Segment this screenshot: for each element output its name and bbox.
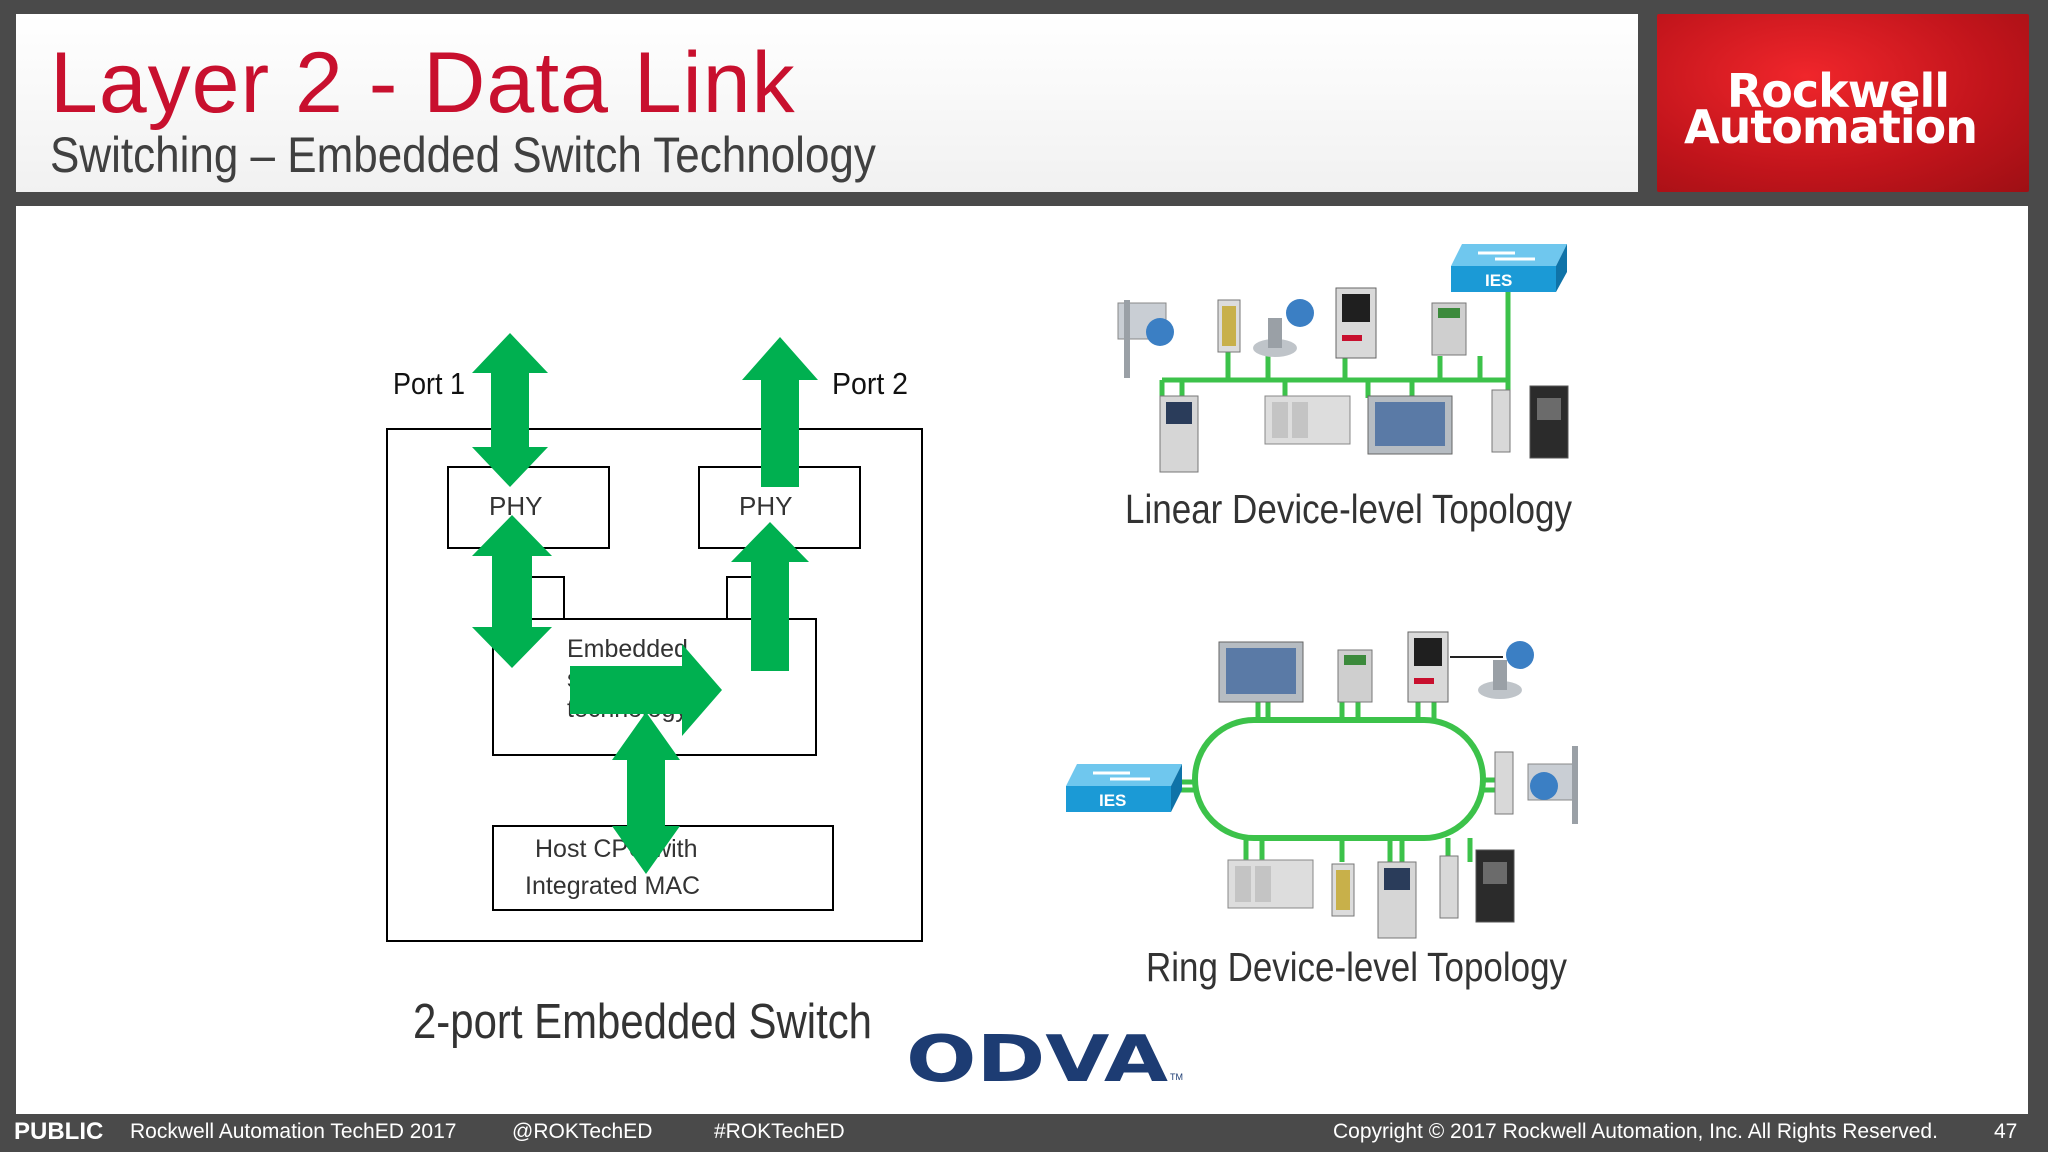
ring-drive-icon — [1377, 861, 1417, 939]
odva-logo: ODVA TM — [906, 1023, 1183, 1097]
diagram-outer-box — [386, 428, 923, 942]
port-2-label: Port 2 — [832, 366, 908, 401]
ring-topology-caption: Ring Device-level Topology — [1146, 944, 1567, 990]
ring-drop-lines — [1180, 700, 1502, 862]
ring-relay-2-icon — [1439, 855, 1459, 919]
ring-flowmeter-icon — [1527, 746, 1578, 824]
ring-plc-rack-icon — [1337, 649, 1373, 703]
ring-power-monitor-icon — [1475, 849, 1515, 923]
linear-switch-label: IES — [1485, 271, 1512, 290]
footer-event: Rockwell Automation TechED 2017 — [130, 1120, 457, 1143]
footer-copyright: Copyright © 2017 Rockwell Automation, In… — [1333, 1120, 1938, 1143]
ring-pressure-sensor-icon — [1478, 641, 1534, 699]
footer-classification: PUBLIC — [14, 1118, 104, 1145]
footer-hashtag: #ROKTechED — [714, 1120, 845, 1143]
ring-switch-label: IES — [1099, 791, 1126, 810]
odva-trademark: TM — [1170, 1072, 1183, 1082]
ring-network-line — [1192, 717, 1486, 841]
logo-line-2: Automation — [1683, 100, 1978, 154]
host-label-1: Host CPU with — [535, 835, 698, 863]
host-double-arrow — [612, 712, 680, 874]
footer-page-number: 47 — [1994, 1120, 2018, 1143]
ring-hmi-panel-icon — [1218, 641, 1304, 703]
ring-controller-icon — [1227, 859, 1314, 909]
phy-1-double-arrow — [472, 515, 552, 668]
host-label-2: Integrated MAC — [525, 872, 700, 900]
linear-plc-rack-icon — [1431, 302, 1467, 356]
page-subtitle: Switching – Embedded Switch Technology — [50, 127, 876, 183]
footer-bar: PUBLIC Rockwell Automation TechED 2017 @… — [0, 1114, 2048, 1152]
ring-switch-icon: IES — [1066, 764, 1182, 812]
linear-power-monitor-icon — [1529, 385, 1569, 459]
port-1-double-arrow — [472, 333, 548, 487]
ring-io-module-icon — [1331, 863, 1355, 917]
phy-label-1: PHY — [489, 491, 542, 521]
linear-hmi-terminal-icon — [1335, 287, 1377, 359]
switch-right-arrow — [570, 644, 722, 736]
data-flow-arrows — [472, 333, 818, 874]
footer-handle: @ROKTechED — [512, 1120, 653, 1143]
linear-controller-icon — [1264, 395, 1351, 445]
embedded-label-1: Embedded — [567, 635, 688, 663]
linear-drive-icon — [1159, 395, 1199, 473]
ring-hmi-terminal-icon — [1407, 631, 1449, 703]
linear-topology-caption: Linear Device-level Topology — [1125, 486, 1572, 532]
linear-io-module-icon — [1217, 299, 1241, 353]
page-title: Layer 2 - Data Link — [50, 35, 796, 131]
linear-switch-icon: IES — [1451, 244, 1567, 292]
port-2-up-arrow — [742, 337, 818, 487]
odva-wordmark: ODVA — [906, 1023, 1169, 1097]
header-bar: Layer 2 - Data Link Switching – Embedded… — [16, 14, 1638, 192]
linear-relay-icon — [1491, 389, 1511, 453]
phy-label-2: PHY — [739, 491, 792, 521]
slide-content — [16, 206, 2028, 1114]
ring-relay-icon — [1494, 751, 1514, 815]
phy-2-up-arrow — [731, 522, 809, 671]
linear-flowmeter-icon — [1117, 300, 1174, 378]
logo-line-1: Rockwell — [1726, 64, 1950, 118]
linear-pressure-sensor-icon — [1253, 299, 1314, 357]
diagram-caption: 2-port Embedded Switch — [413, 995, 872, 1049]
ring-topology: IES — [1066, 631, 1578, 990]
connector-left — [526, 576, 565, 619]
rockwell-logo: Rockwell Automation — [1657, 14, 2029, 192]
linear-topology: IES — [1117, 244, 1572, 532]
linear-hmi-panel-icon — [1367, 395, 1453, 455]
port-1-label: Port 1 — [393, 366, 465, 401]
